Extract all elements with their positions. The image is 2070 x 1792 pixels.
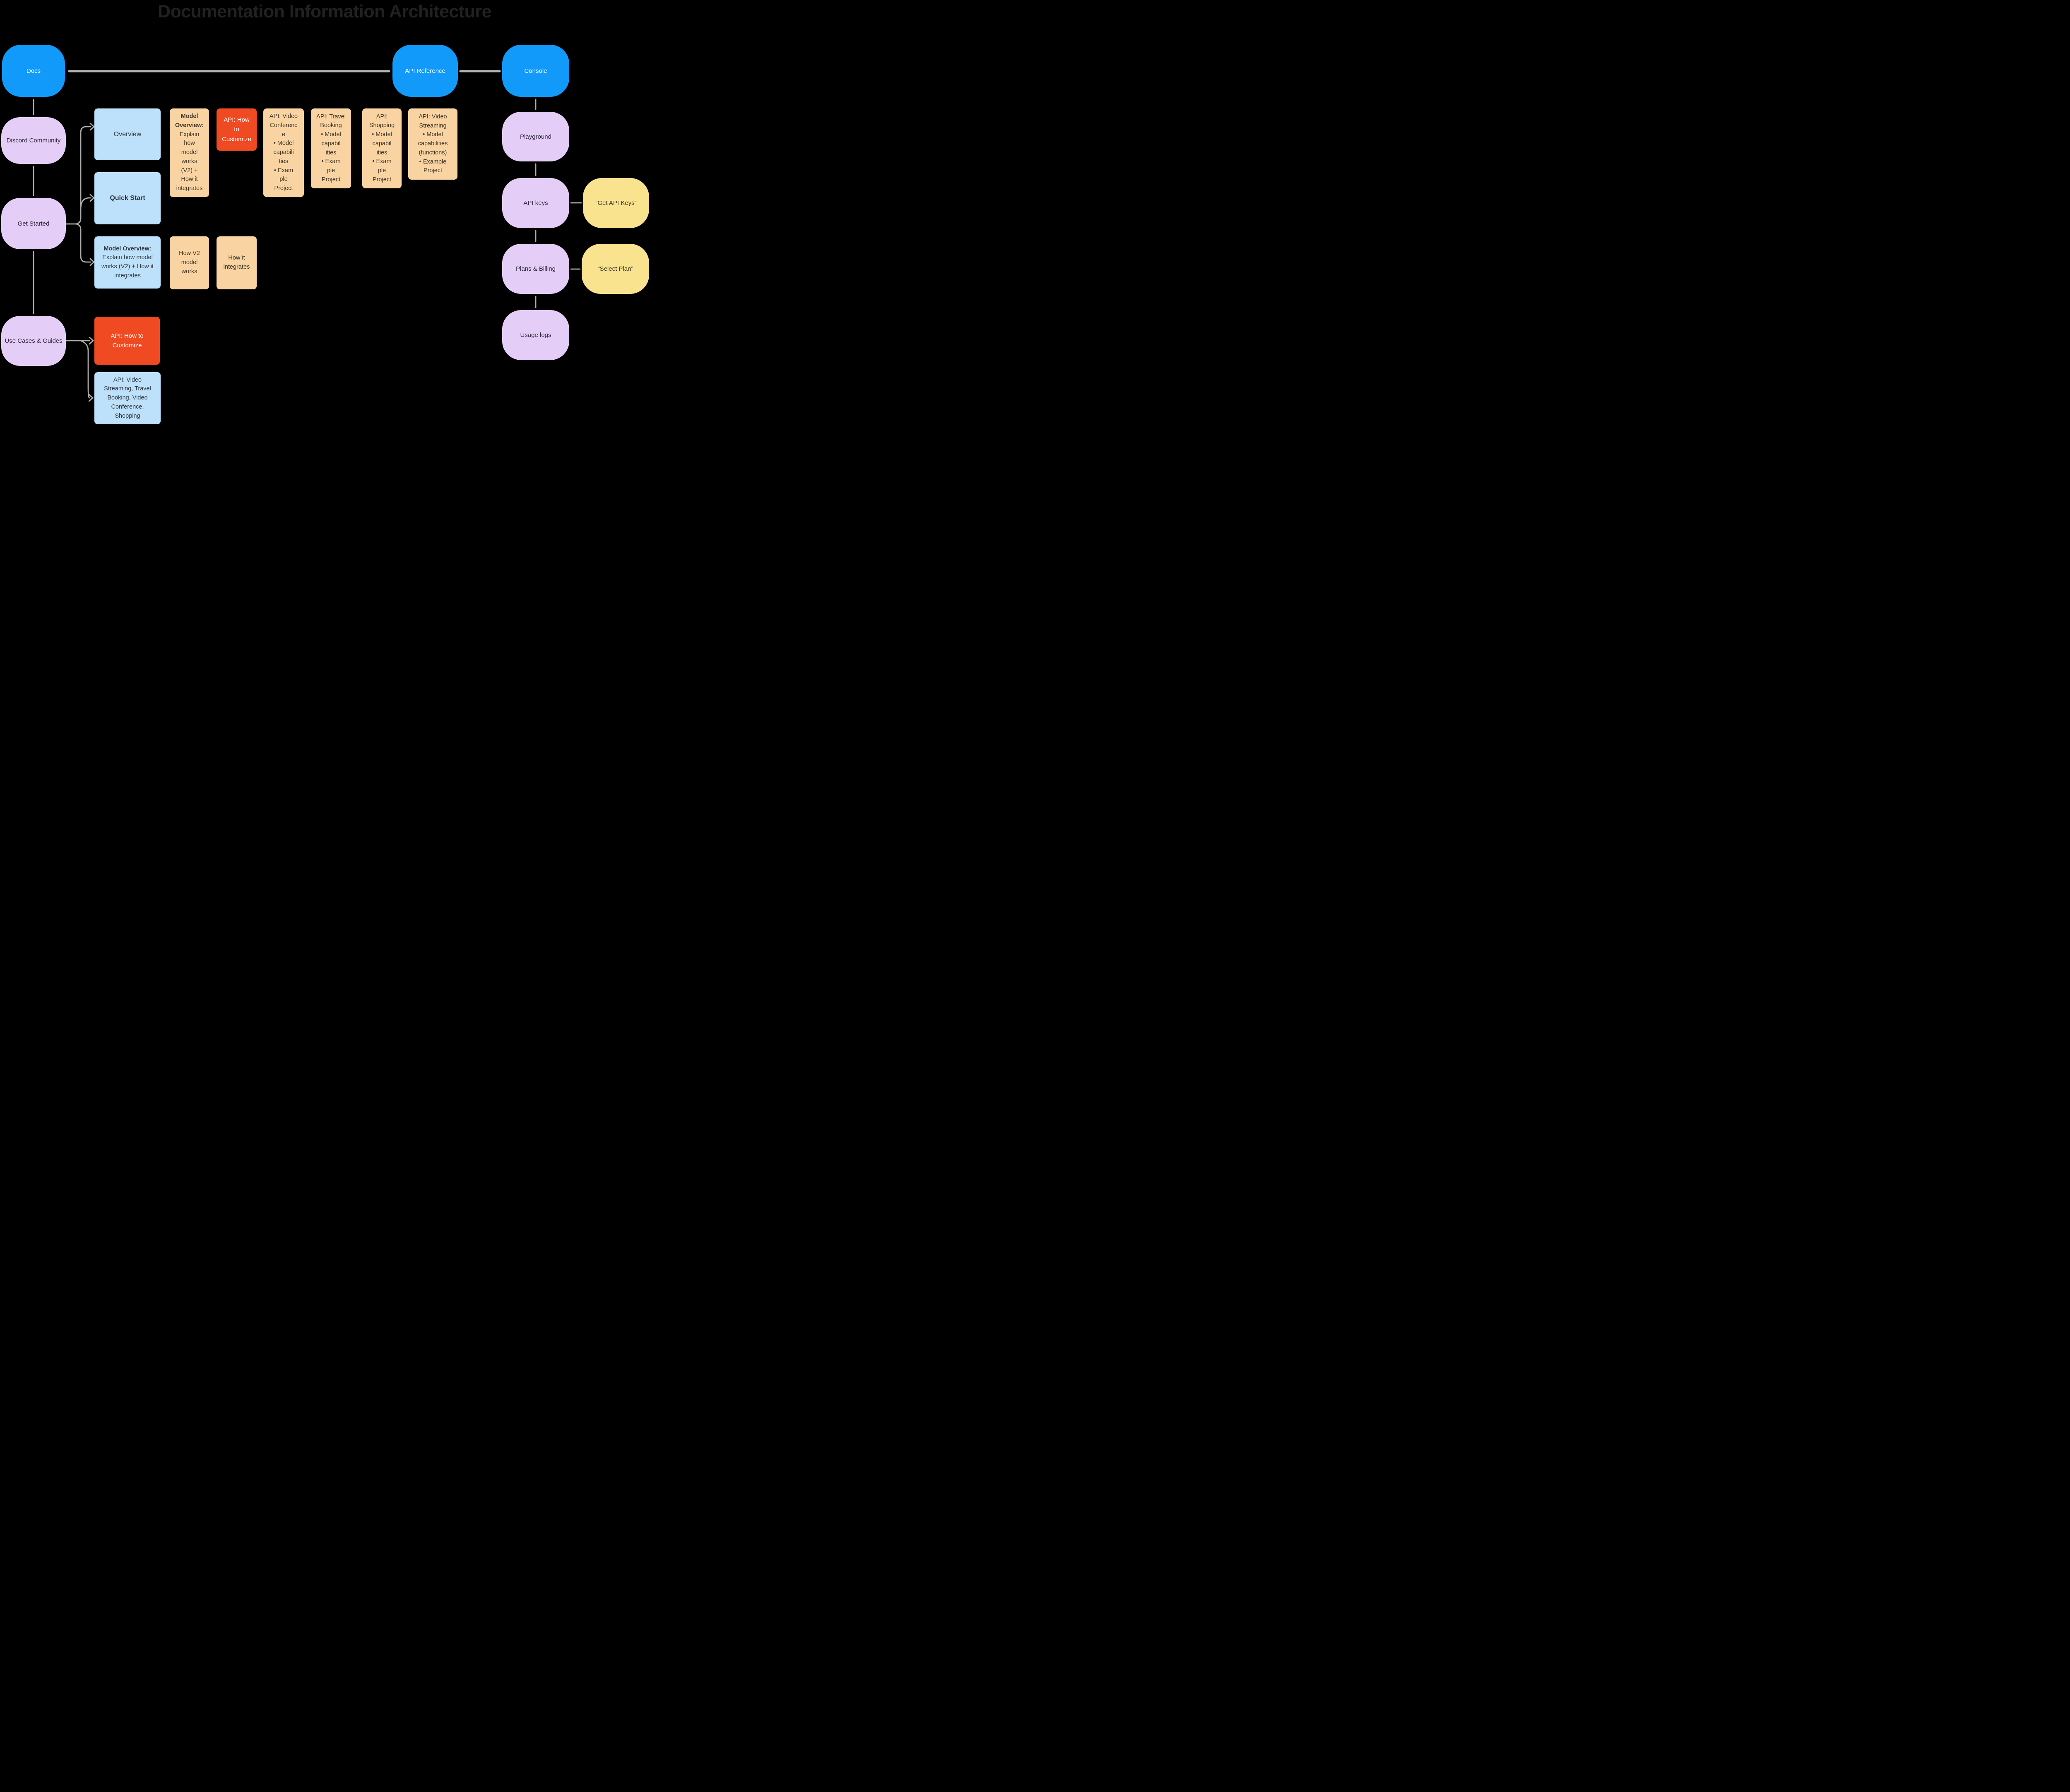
node-discord-community[interactable]: Discord Community <box>1 117 66 164</box>
node-docs[interactable]: Docs <box>2 45 65 97</box>
node-playground[interactable]: Playground <box>502 112 569 161</box>
box-overview-label: Overview <box>113 130 142 138</box>
arrowhead-apigroup <box>88 394 94 402</box>
node-plans-billing[interactable]: Plans & Billing <box>502 244 569 294</box>
node-select-plan-label: “Select Plan” <box>597 265 633 272</box>
node-usage-logs-label: Usage logs <box>520 332 551 339</box>
node-api-reference-label: API Reference <box>405 67 445 75</box>
box-api-how-to-customize-bottom[interactable]: API: How to Customize <box>94 317 160 365</box>
node-api-keys[interactable]: API keys <box>502 178 569 228</box>
box-api-how-to-customize-bottom-label: API: How to Customize <box>111 332 144 349</box>
box-api-how-to-customize-top-label: API: How to Customize <box>222 116 251 143</box>
box-model-overview-tan-body: Explain how model works (V2) + How it in… <box>176 131 203 192</box>
edge-getstarted-overview <box>65 126 91 225</box>
box-api-shopping[interactable]: API: Shopping • Model capabil ities • Ex… <box>362 108 402 188</box>
box-api-shopping-label: API: Shopping • Model capabil ities • Ex… <box>369 113 395 183</box>
node-playground-label: Playground <box>520 133 551 140</box>
node-console[interactable]: Console <box>502 45 569 97</box>
node-select-plan[interactable]: “Select Plan” <box>582 244 649 294</box>
box-model-overview-tan[interactable]: Model Overview: Explain how model works … <box>170 108 209 197</box>
node-docs-label: Docs <box>26 67 41 75</box>
node-get-started[interactable]: Get Started <box>1 198 66 249</box>
node-get-api-keys-label: “Get API Keys” <box>595 200 637 207</box>
arrowhead-modeloverview <box>89 258 95 266</box>
node-usage-logs[interactable]: Usage logs <box>502 310 569 360</box>
box-how-it-integrates[interactable]: How it integrates <box>217 236 257 289</box>
box-model-overview-tan-heading: Model Overview: <box>175 113 204 129</box>
box-api-video-conference-label: API: Video Conferenc e • Model capabili … <box>269 113 298 192</box>
node-console-label: Console <box>524 67 547 75</box>
page-title: Documentation Information Architecture <box>157 2 492 22</box>
node-api-reference[interactable]: API Reference <box>392 45 458 97</box>
box-model-overview-blue-heading: Model Overview: <box>104 245 152 252</box>
edge-getstarted-quickstart <box>80 197 91 210</box>
node-get-started-label: Get Started <box>17 220 50 227</box>
box-quick-start[interactable]: Quick Start <box>94 172 161 224</box>
node-discord-community-label: Discord Community <box>6 137 61 144</box>
edge-usecases-apigroup <box>81 340 90 399</box>
node-use-cases-guides[interactable]: Use Cases & Guides <box>1 316 66 366</box>
box-api-video-streaming[interactable]: API: Video Streaming • Model capabilitie… <box>408 108 457 180</box>
box-api-video-streaming-label: API: Video Streaming • Model capabilitie… <box>418 113 448 174</box>
box-how-v2-model-works[interactable]: How V2 model works <box>170 236 209 289</box>
node-plans-billing-label: Plans & Billing <box>516 265 556 272</box>
box-api-travel-booking[interactable]: API: Travel Booking • Model capabil itie… <box>311 108 351 188</box>
box-how-v2-model-works-label: How V2 model works <box>179 250 200 275</box>
diagram-canvas: Documentation Information Architecture <box>0 0 649 425</box>
box-api-use-case-group-label: API: Video Streaming, Travel Booking, Vi… <box>104 376 151 419</box>
box-api-use-case-group[interactable]: API: Video Streaming, Travel Booking, Vi… <box>94 372 161 424</box>
node-get-api-keys[interactable]: “Get API Keys” <box>583 178 649 228</box>
box-api-travel-booking-label: API: Travel Booking • Model capabil itie… <box>316 113 346 183</box>
node-use-cases-guides-label: Use Cases & Guides <box>5 337 63 344</box>
arrowhead-quickstart <box>89 194 95 202</box>
edge-getstarted-modeloverview <box>75 223 91 263</box>
box-model-overview-blue-body: Explain how model works (V2) + How it in… <box>101 254 154 279</box>
arrowhead-customize <box>89 337 94 345</box>
box-model-overview-blue[interactable]: Model Overview: Explain how model works … <box>94 236 161 289</box>
box-quick-start-label: Quick Start <box>110 195 145 202</box>
box-overview[interactable]: Overview <box>94 108 161 160</box>
arrowhead-overview <box>89 123 95 131</box>
node-api-keys-label: API keys <box>523 200 548 207</box>
box-api-video-conference[interactable]: API: Video Conferenc e • Model capabili … <box>263 108 304 197</box>
box-how-it-integrates-label: How it integrates <box>223 255 250 270</box>
box-api-how-to-customize-top[interactable]: API: How to Customize <box>217 108 257 151</box>
